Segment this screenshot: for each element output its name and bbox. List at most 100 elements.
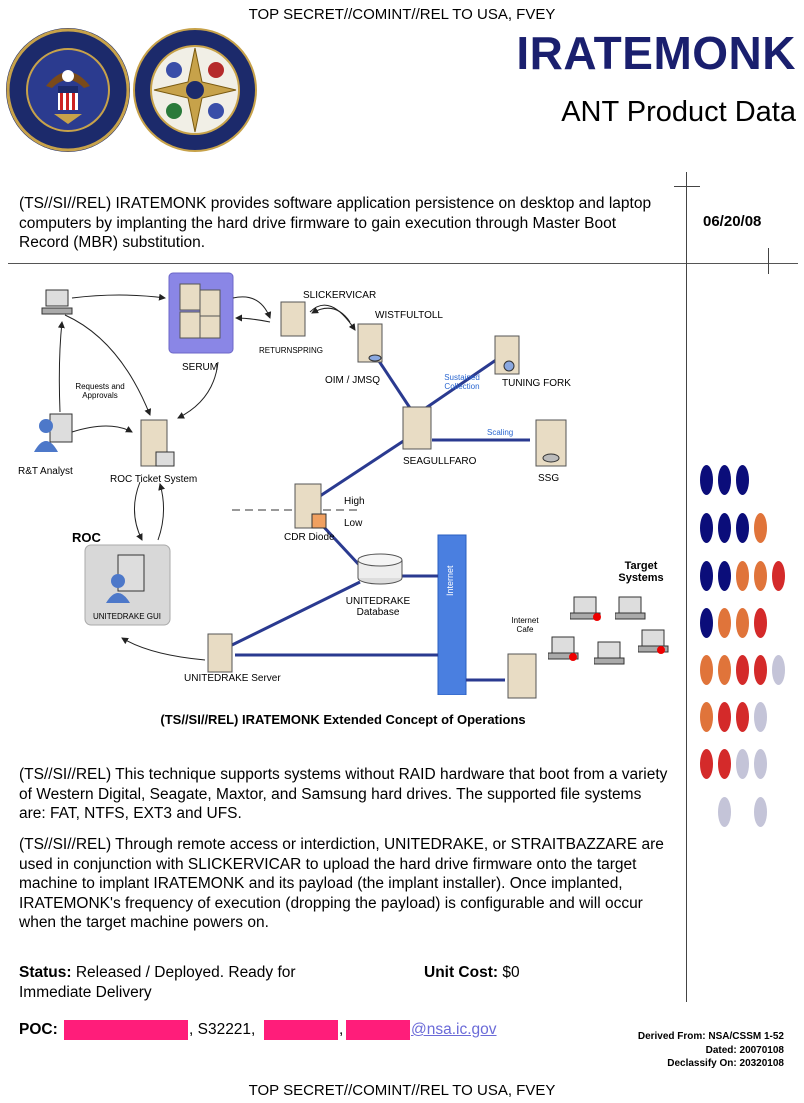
status-value-line1: Released / Deployed. Ready for — [75, 964, 296, 981]
decorative-dot — [754, 513, 767, 543]
label-roc-ticket: ROC Ticket System — [110, 474, 198, 485]
nsa-seal-icon — [6, 28, 130, 152]
document-date: 06/20/08 — [703, 213, 762, 230]
crosshair-right-vertical — [768, 248, 769, 274]
label-target-systems: Target Systems — [618, 560, 664, 584]
css-seal — [132, 27, 258, 153]
decorative-dot — [736, 465, 749, 495]
decorative-dot — [718, 797, 731, 827]
target-laptop-icon — [593, 640, 628, 673]
poc-separator-2: , — [339, 1021, 344, 1038]
label-serum: SERUM — [182, 362, 219, 373]
derived-line2: Dated: 20070108 — [705, 1044, 784, 1056]
derived-block: Derived From: NSA/CSSM 1-52 Dated: 20070… — [638, 1030, 784, 1071]
internet-bar — [437, 534, 467, 695]
diagram-caption: (TS//SI//REL) IRATEMONK Extended Concept… — [160, 712, 526, 727]
cdr-diode-server-icon — [292, 482, 332, 537]
poc-separator-1: , S32221, — [189, 1021, 256, 1038]
label-sustained-collection: Sustained Collection — [444, 373, 480, 391]
status-block: Status: Released / Deployed. Ready for I… — [19, 963, 379, 1002]
decorative-dot — [754, 561, 767, 591]
label-returnspring: RETURNSPRING — [259, 346, 324, 355]
label-unitedrake-db: UNITEDRAKE Database — [345, 596, 411, 618]
unit-cost-block: Unit Cost: $0 — [424, 963, 520, 983]
decorative-dot — [736, 655, 749, 685]
decorative-dot — [700, 749, 713, 779]
document-title: IRATEMONK — [516, 27, 796, 79]
label-ssg: SSG — [538, 473, 560, 484]
target-laptop-icon — [569, 595, 604, 628]
seagullfaro-server-icon — [400, 405, 434, 458]
ssg-server-icon — [533, 418, 569, 475]
derived-line1: Derived From: NSA/CSSM 1-52 — [637, 1031, 784, 1042]
label-seagullfaro: SEAGULLFARO — [403, 456, 477, 467]
label-unitedrake-gui: UNITEDRAKE GUI — [93, 612, 162, 621]
document-subtitle: ANT Product Data — [561, 96, 796, 128]
crosshair-top — [674, 186, 700, 187]
label-slickervicar: SLICKERVICAR — [303, 290, 377, 301]
label-oim: OIM / JMSQ — [325, 375, 380, 386]
decorative-dot — [736, 561, 749, 591]
decorative-dot — [736, 513, 749, 543]
target-laptop-icon — [547, 635, 582, 668]
label-internet-cafe: Internet Cafe — [511, 616, 539, 634]
derived-line3: Declassify On: 20320108 — [667, 1058, 784, 1069]
serum-server-icon — [178, 282, 224, 347]
label-internet: Internet — [445, 565, 455, 596]
label-roc: ROC — [72, 530, 101, 545]
oim-server-icon — [355, 322, 385, 371]
unit-cost-label: Unit Cost: — [424, 964, 499, 981]
decorative-dot — [718, 702, 731, 732]
decorative-dot — [700, 702, 713, 732]
status-value-line2: Immediate Delivery — [19, 983, 152, 1001]
label-requests: Requests and Approvals — [75, 382, 125, 400]
analyst-icon — [30, 412, 74, 459]
decorative-dot — [718, 465, 731, 495]
label-scaling: Scaling — [487, 428, 514, 437]
internet-cafe-server-icon — [505, 652, 541, 705]
label-unitedrake-server: UNITEDRAKE Server — [184, 673, 281, 684]
decorative-dot — [754, 608, 767, 638]
decorative-dot — [718, 655, 731, 685]
decorative-dot — [700, 465, 713, 495]
poc-label: POC: — [19, 1021, 58, 1038]
css-seal-icon — [133, 28, 257, 152]
decorative-dot — [700, 561, 713, 591]
decorative-dot — [754, 702, 767, 732]
decorative-dot — [736, 749, 749, 779]
decorative-dot — [700, 513, 713, 543]
decorative-dot — [718, 608, 731, 638]
decorative-dot — [754, 655, 767, 685]
roc-ticket-server-icon — [138, 418, 178, 475]
label-tuning-fork: TUNING FORK — [502, 378, 571, 389]
decorative-dot — [718, 561, 731, 591]
redaction-bar — [346, 1020, 410, 1040]
decorative-dot — [700, 655, 713, 685]
decorative-dot — [754, 749, 767, 779]
target-laptop-icon — [637, 628, 672, 661]
decorative-dot — [718, 749, 731, 779]
desktop-icon — [40, 288, 74, 321]
redaction-bar — [264, 1020, 338, 1040]
unitedrake-server-icon — [205, 632, 237, 679]
concept-diagram — [57, 272, 530, 695]
label-wistfultoll: WISTFULTOLL — [375, 310, 443, 321]
returnspring-server-icon — [278, 300, 308, 343]
poc-email-link[interactable]: @nsa.ic.gov — [411, 1021, 497, 1038]
label-rt-analyst: R&T Analyst — [18, 466, 73, 477]
target-laptop-icon — [614, 595, 649, 628]
decorative-dot — [772, 561, 785, 591]
unit-cost-value: $0 — [502, 964, 520, 981]
decorative-dot — [736, 608, 749, 638]
classification-footer: TOP SECRET//COMINT//REL TO USA, FVEY — [248, 1082, 556, 1099]
body-paragraph-2: (TS//SI//REL) Through remote access or i… — [19, 836, 664, 931]
divider-horizontal — [8, 263, 798, 264]
decorative-dot — [736, 702, 749, 732]
nsa-seal — [6, 28, 130, 152]
decorative-dot — [772, 655, 785, 685]
decorative-dot — [754, 797, 767, 827]
tuning-fork-server-icon — [492, 334, 522, 381]
label-high: High — [344, 496, 365, 507]
unitedrake-gui-icon — [104, 553, 148, 610]
label-low: Low — [344, 518, 363, 529]
